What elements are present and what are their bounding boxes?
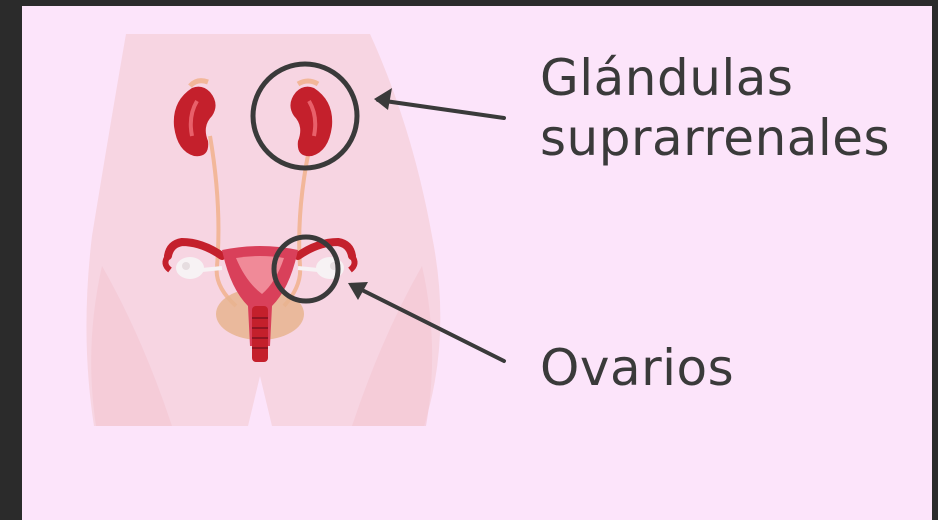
adrenal-label-line2: suprarrenales xyxy=(540,108,890,168)
adrenal-glands-label: Glándulas suprarrenales xyxy=(540,48,890,168)
adrenal-label-line1: Glándulas xyxy=(540,48,890,108)
diagram-panel: Glándulas suprarrenales Ovarios xyxy=(22,6,932,520)
ovaries-label: Ovarios xyxy=(540,338,734,398)
